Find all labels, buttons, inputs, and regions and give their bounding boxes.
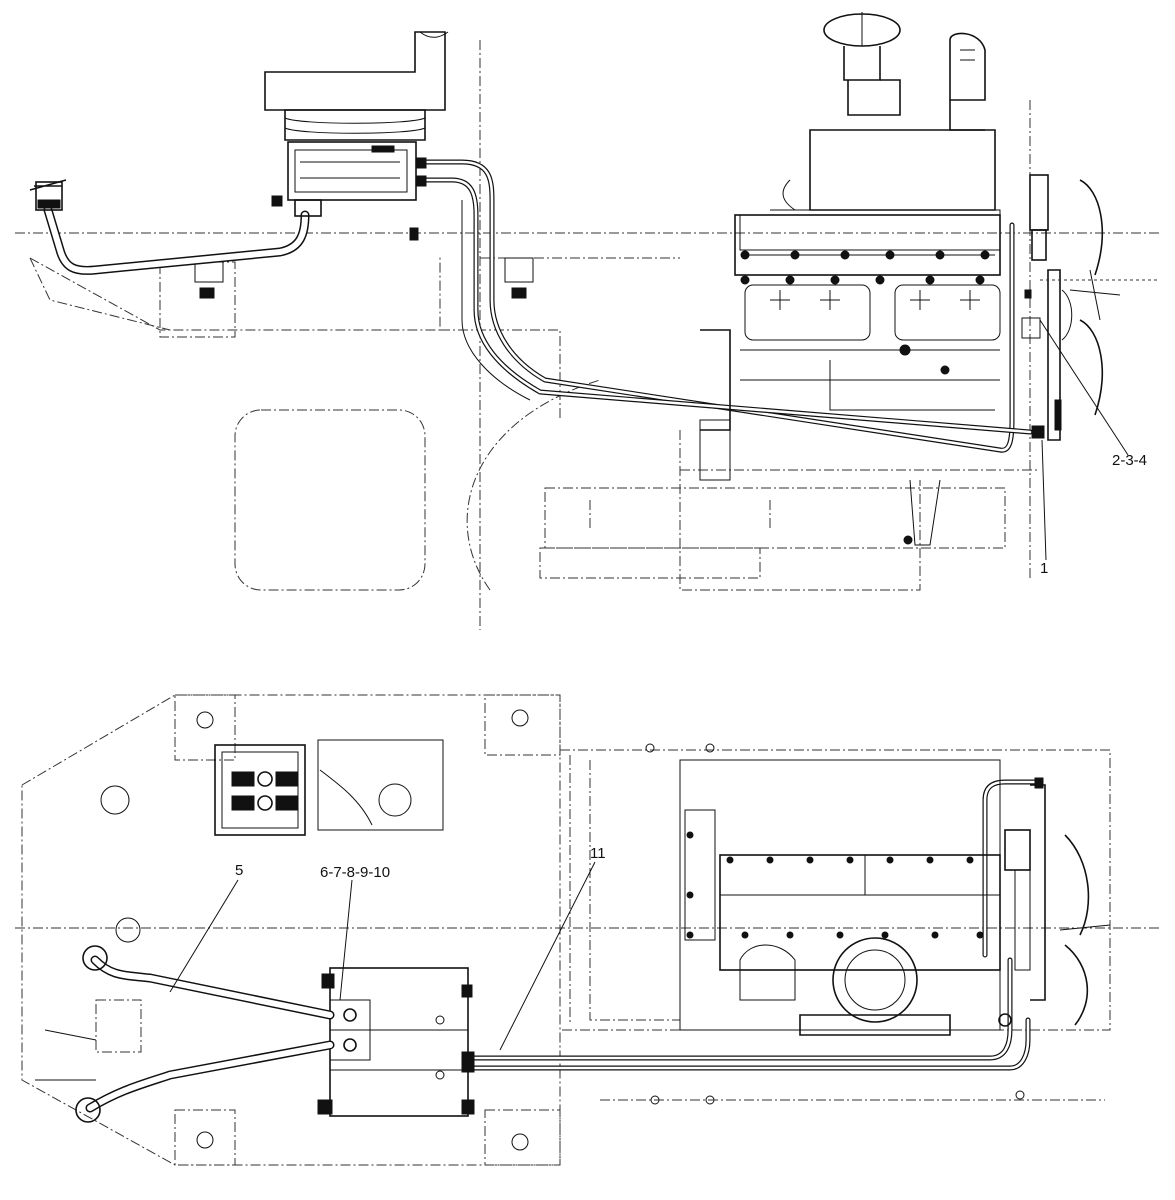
suction-hoses-bottom (75, 945, 335, 1123)
callout-11: 11 (590, 845, 606, 862)
engine-plan (679, 759, 1111, 1036)
leader-line-5 (169, 879, 239, 993)
plan-view (15, 694, 1160, 1166)
leader-line-2-3-4 (1039, 319, 1129, 456)
callout-5: 5 (235, 862, 244, 879)
side-view (15, 12, 1160, 630)
injector-row (740, 250, 990, 285)
callout-6-7-8-9-10: 6-7-8-9-10 (320, 864, 391, 881)
pressure-lines-top (415, 157, 1045, 453)
leader-line-6-7-8-9-10 (339, 879, 353, 1001)
leader-line-1 (1041, 439, 1047, 561)
control-unit-top (194, 31, 534, 299)
chassis-outline (29, 255, 1040, 591)
pressure-lines-bottom (461, 777, 1044, 1073)
left-suction-hose (29, 179, 322, 275)
engine-side (699, 12, 1160, 546)
frame-outline-bottom (21, 694, 1111, 1166)
cylinder-row (726, 856, 984, 939)
leader-line-11 (499, 861, 596, 1051)
switch-panel (214, 739, 444, 836)
fan-assembly (1021, 174, 1160, 441)
callout-2-3-4: 2-3-4 (1112, 452, 1148, 469)
callout-1: 1 (1040, 560, 1049, 577)
bracket-marks (35, 1029, 97, 1081)
